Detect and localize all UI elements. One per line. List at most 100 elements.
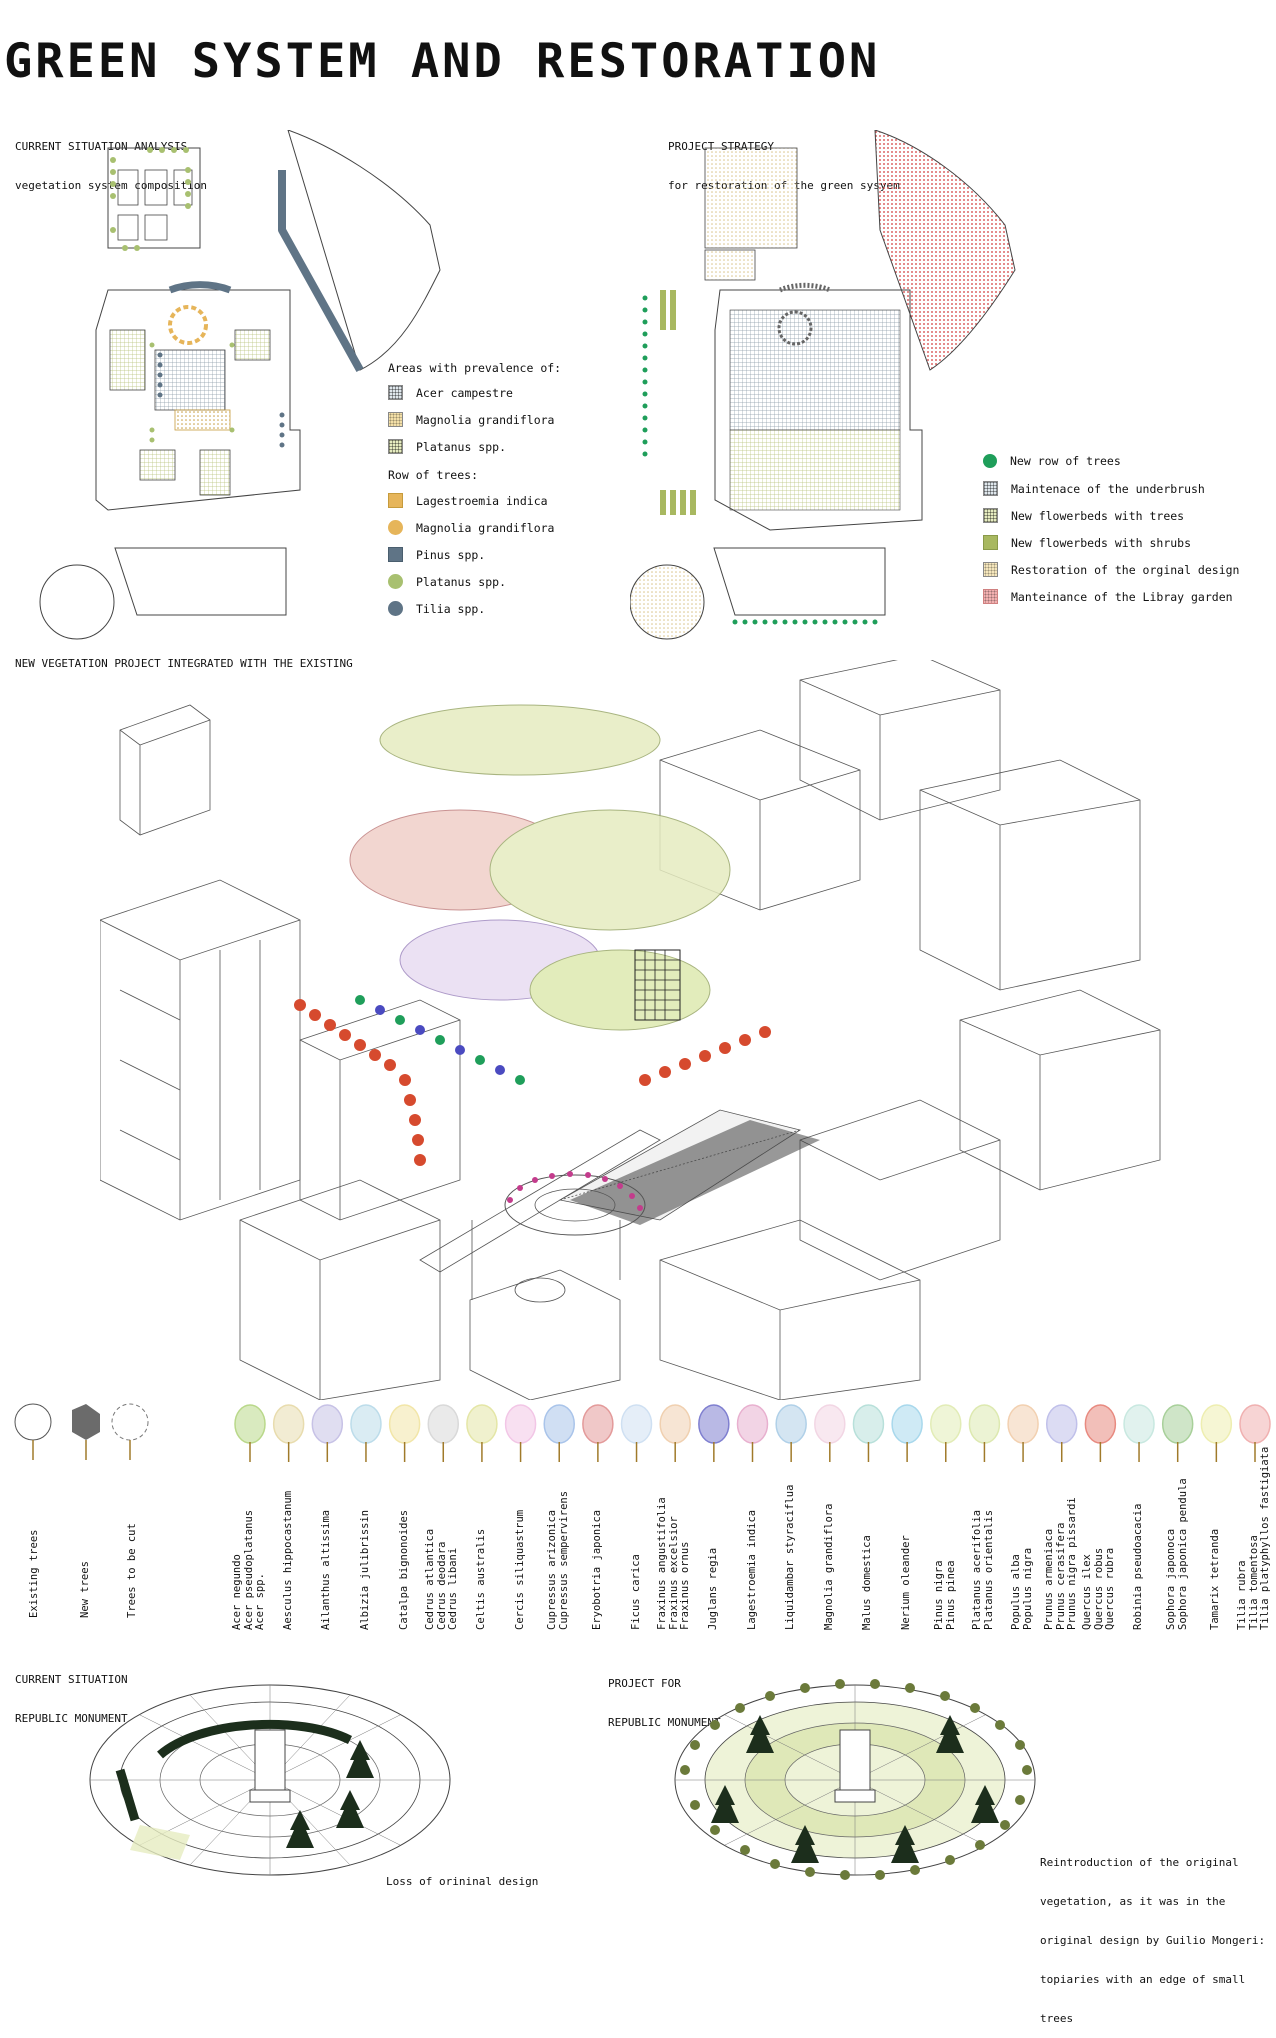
species-name: Malus domestica: [861, 1535, 874, 1630]
axonometric-caption: NEW VEGETATION PROJECT INTEGRATED WITH T…: [15, 657, 353, 670]
species-name: Tilia platyphyllos fastigiata: [1259, 1446, 1271, 1630]
species-name: Prunus armeniaca: [1042, 1528, 1055, 1630]
species-name: Fraxinus ornus: [679, 1541, 692, 1630]
legend-item-restoration: Restoration of the orginal design: [983, 562, 1239, 577]
species-tree-icon: [620, 1404, 653, 1462]
species-label: Catalpa bignonoides: [398, 1510, 411, 1630]
species-tree-icon: [968, 1404, 1001, 1462]
monument-project-view: [674, 1679, 1036, 1880]
project-strategy-plan: [630, 130, 1016, 640]
species-tree-icon: [698, 1404, 730, 1462]
areas-legend-title: Areas with prevalence of:: [388, 361, 562, 375]
legend-item-acer-campestre: Acer campestre: [388, 385, 513, 400]
legend-item-library-garden: Manteinance of the Libray garden: [983, 589, 1233, 604]
species-name: Cercis siliquastrum: [513, 1509, 526, 1630]
species-name: Liquidambar styraciflua: [784, 1484, 797, 1630]
species-tree-icon: [582, 1404, 614, 1462]
platanus-swatch: [388, 439, 403, 454]
species-name: Tilia rubra: [1236, 1560, 1248, 1630]
monument-project-note: Reintroduction of the original vegetatio…: [1040, 1856, 1266, 2025]
existing-tree-icon: [14, 1403, 52, 1460]
species-tree-icon: [1200, 1404, 1233, 1462]
restoration-swatch: [983, 562, 998, 577]
acer-campestre-swatch: [388, 385, 403, 400]
pinus-swatch: [388, 547, 403, 562]
legend-item-platanus-row: Platanus spp.: [388, 574, 506, 589]
monument-current-view: [89, 1684, 451, 1876]
current-analysis-plan: [39, 130, 441, 640]
species-name: Celtis australis: [474, 1528, 487, 1630]
species-tree-icon: [466, 1404, 498, 1462]
platanus-row-dot: [388, 574, 403, 589]
species-tree-icon: [504, 1404, 537, 1462]
species-name: Platanus orientalis: [982, 1509, 995, 1630]
lagestroemia-swatch: [388, 493, 403, 508]
species-tree-icon: [1084, 1404, 1117, 1462]
species-tree-icon: [234, 1404, 266, 1462]
species-name: Populus alba: [1010, 1554, 1023, 1630]
legend-item-tilia: Tilia spp.: [388, 601, 485, 616]
legend-item-lagestroemia: Lagestroemia indica: [388, 493, 548, 508]
library-garden-swatch: [983, 589, 998, 604]
species-label: Ailanthus altissima: [320, 1510, 333, 1630]
species-name: Eryobotria japonica: [590, 1509, 603, 1630]
species-tree-icon: [1007, 1404, 1039, 1462]
status-label-new: New trees: [79, 1561, 91, 1618]
species-tree-icon: [543, 1404, 575, 1462]
species-tree-icon: [891, 1404, 923, 1462]
cut-tree-icon: [111, 1403, 149, 1460]
species-tree-icon: [814, 1404, 846, 1462]
species-tree-icon: [1239, 1404, 1271, 1462]
species-label: Albizia julibrissin: [359, 1510, 372, 1630]
species-tree-icon: [427, 1404, 460, 1462]
species-name: Sophora japonica pendula: [1176, 1478, 1189, 1630]
species-name: Pinus nigra: [932, 1560, 945, 1630]
monument-project-caption: PROJECT FOR REPUBLIC MONUMENT: [608, 1677, 721, 1729]
species-icons: [14, 1403, 1271, 1462]
species-label: Robinia pseudoacacia: [1132, 1503, 1145, 1630]
species-name: Acer negundo: [231, 1554, 243, 1630]
species-label: Tamarix tetranda: [1209, 1529, 1222, 1630]
species-tree-icon: [1123, 1404, 1155, 1462]
status-label-existing: Existing trees: [28, 1529, 40, 1618]
species-name: Cedrus libani: [447, 1547, 460, 1630]
underbrush-swatch: [983, 481, 998, 496]
species-name: Magnolia grandiflora: [822, 1503, 835, 1630]
new-row-dot: [983, 454, 997, 468]
monument-current-note: Loss of orininal design: [386, 1875, 539, 1888]
legend-item-platanus-area: Platanus spp.: [388, 439, 506, 454]
species-name: Juglans regia: [706, 1547, 719, 1630]
species-label: Eryobotria japonica: [590, 1509, 604, 1630]
legend-item-flowerbeds-shrubs: New flowerbeds with shrubs: [983, 535, 1191, 550]
species-name: Ficus carica: [629, 1554, 642, 1630]
species-name: Acer spp.: [254, 1573, 266, 1630]
page-title: GREEN SYSTEM AND RESTORATION: [4, 34, 881, 89]
legend-item-magnolia-area: Magnolia grandiflora: [388, 412, 554, 427]
species-name: Populus nigra: [1021, 1547, 1034, 1630]
species-tree-icon: [736, 1404, 769, 1462]
monument-current-caption: CURRENT SITUATION REPUBLIC MONUMENT: [15, 1673, 128, 1725]
legend-item-magnolia-row: Magnolia grandiflora: [388, 520, 554, 535]
species-name: Prunus nigra pissardi: [1065, 1497, 1078, 1630]
species-label: Nerium oleander: [900, 1535, 913, 1630]
species-tree-icon: [1045, 1404, 1078, 1462]
species-tree-icon: [350, 1404, 382, 1462]
species-label: Celtis australis: [474, 1528, 488, 1630]
species-name: Robinia pseudoacacia: [1132, 1503, 1145, 1630]
species-label: Aesculus hippocastanum: [282, 1491, 295, 1630]
species-label: Juglans regia: [706, 1547, 720, 1630]
rows-legend-title: Row of trees:: [388, 468, 479, 482]
species-label: Ficus carica: [629, 1554, 643, 1630]
species-name: Quercus rubra: [1104, 1547, 1117, 1630]
axonometric-view: [100, 660, 1161, 1400]
species-name: Cupressus arizonica: [546, 1509, 559, 1630]
